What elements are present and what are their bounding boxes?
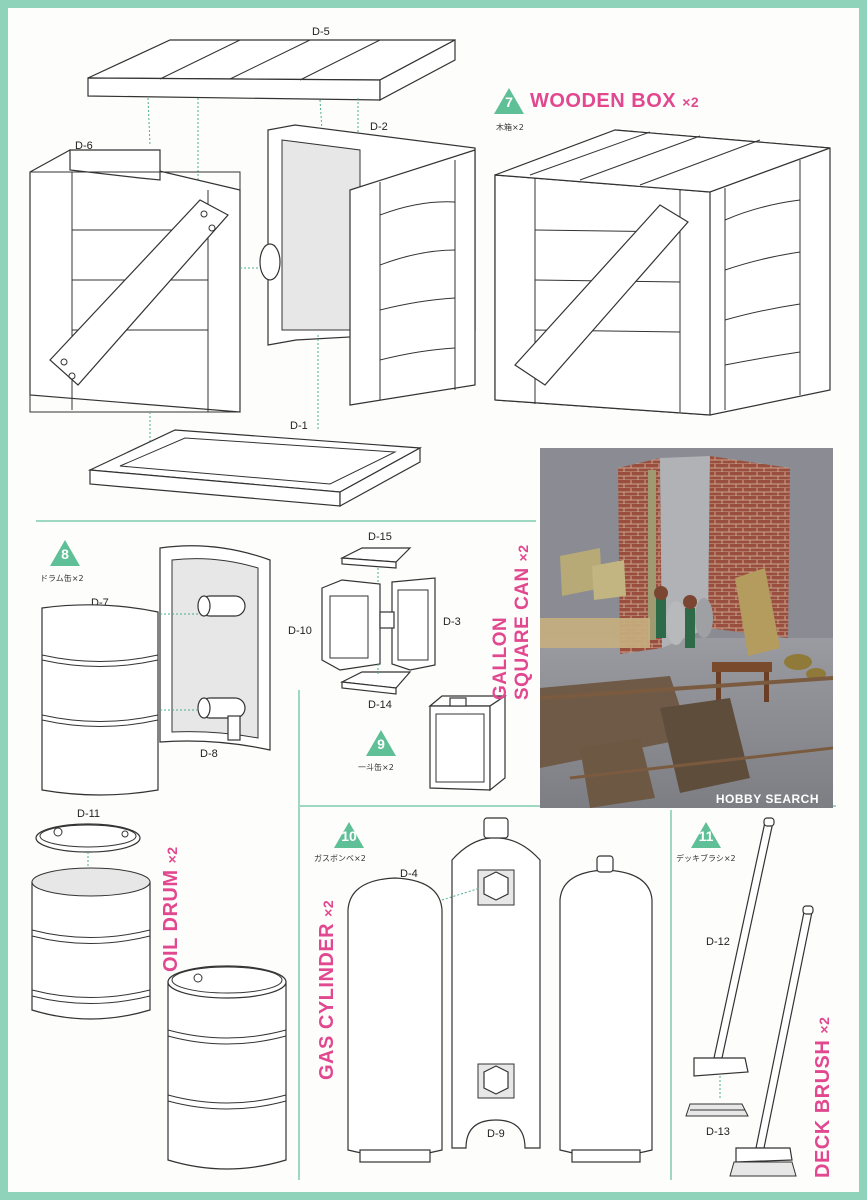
step-8-badge: 8 [50,540,80,566]
step-11-badge: 11 [691,822,721,848]
part-label-d12: D-12 [706,936,730,948]
divider-vertical-left [298,690,300,1180]
part-label-d9: D-9 [487,1128,505,1140]
step-9-badge: 9 [366,730,396,756]
drum-halves-drawing [41,545,271,796]
step-10-badge: 10 [334,822,364,848]
part-label-d8: D-8 [200,748,218,760]
subtitle-wooden-box: 木箱×2 [496,123,524,132]
divider-vertical-right [670,810,672,1180]
subtitle-gallon-can: 一斗缶×2 [358,763,394,772]
part-label-d13: D-13 [706,1126,730,1138]
part-label-d15: D-15 [368,531,392,543]
gallon-can-drawing [321,547,507,792]
part-label-d4: D-4 [400,868,418,880]
part-label-d11: D-11 [77,808,101,820]
section-title-wooden-box: WOODEN BOX ×2 [530,90,700,112]
box-lid-drawing [29,39,831,508]
subtitle-gas-cylinder: ガスボンベ×2 [314,854,366,863]
part-label-d3: D-3 [443,616,461,628]
step-7-badge: 7 [494,88,524,114]
subtitle-deck-brush: デッキブラシ×2 [676,854,736,863]
part-label-d5: D-5 [312,26,330,38]
part-label-d14: D-14 [368,699,392,711]
watermark: HOBBY SEARCH [715,792,819,806]
subtitle-drum: ドラム缶×2 [40,574,84,583]
gas-cylinder-drawing [347,817,653,1163]
part-label-d2: D-2 [370,121,388,133]
oil-drum-drawing [31,823,287,1170]
part-label-d6: D-6 [75,140,93,152]
divider-top [36,520,536,522]
part-label-d10: D-10 [288,625,312,637]
part-label-d1: D-1 [290,420,308,432]
diorama-photo: HOBBY SEARCH [540,448,833,808]
